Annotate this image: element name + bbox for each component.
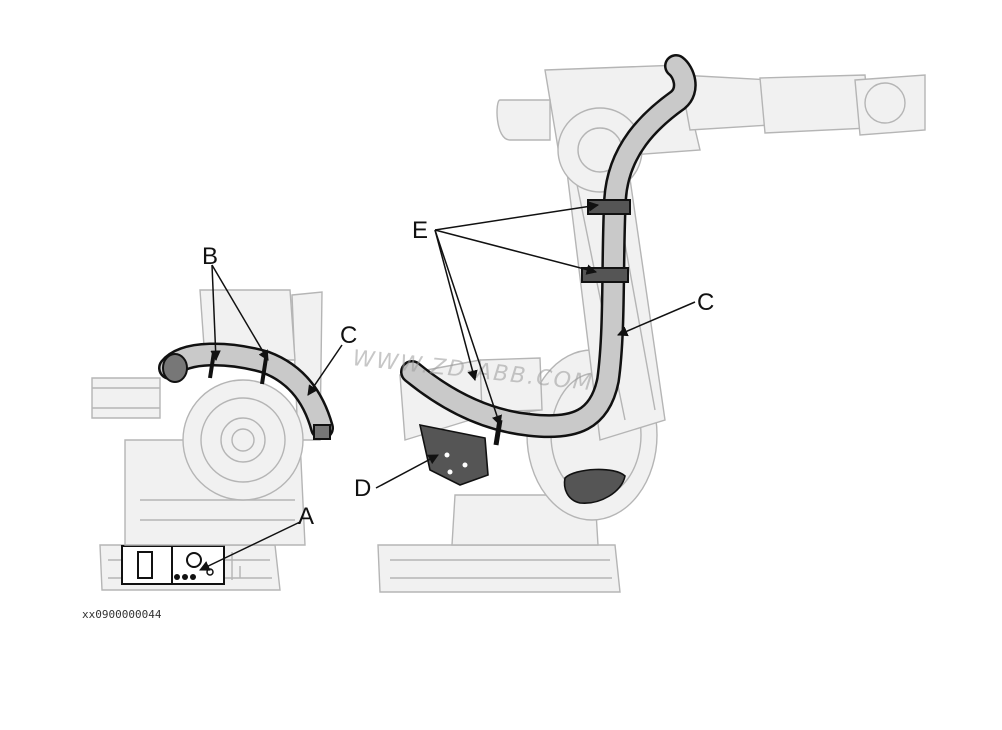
leader-lines bbox=[199, 201, 696, 571]
right-robot-view bbox=[377, 54, 926, 593]
figure-id: xx0900000044 bbox=[82, 608, 162, 621]
callout-a: A bbox=[298, 503, 314, 530]
callout-c-right: C bbox=[697, 289, 714, 316]
bracket-d bbox=[418, 423, 489, 486]
callout-c-left: C bbox=[340, 322, 357, 349]
cover-plate bbox=[563, 468, 626, 504]
callout-d: D bbox=[354, 475, 371, 502]
callout-e: E bbox=[412, 217, 428, 244]
cable-hose-left bbox=[158, 342, 334, 440]
left-robot-view bbox=[91, 289, 334, 591]
callout-b: B bbox=[202, 243, 218, 270]
connector-panel bbox=[121, 545, 241, 585]
